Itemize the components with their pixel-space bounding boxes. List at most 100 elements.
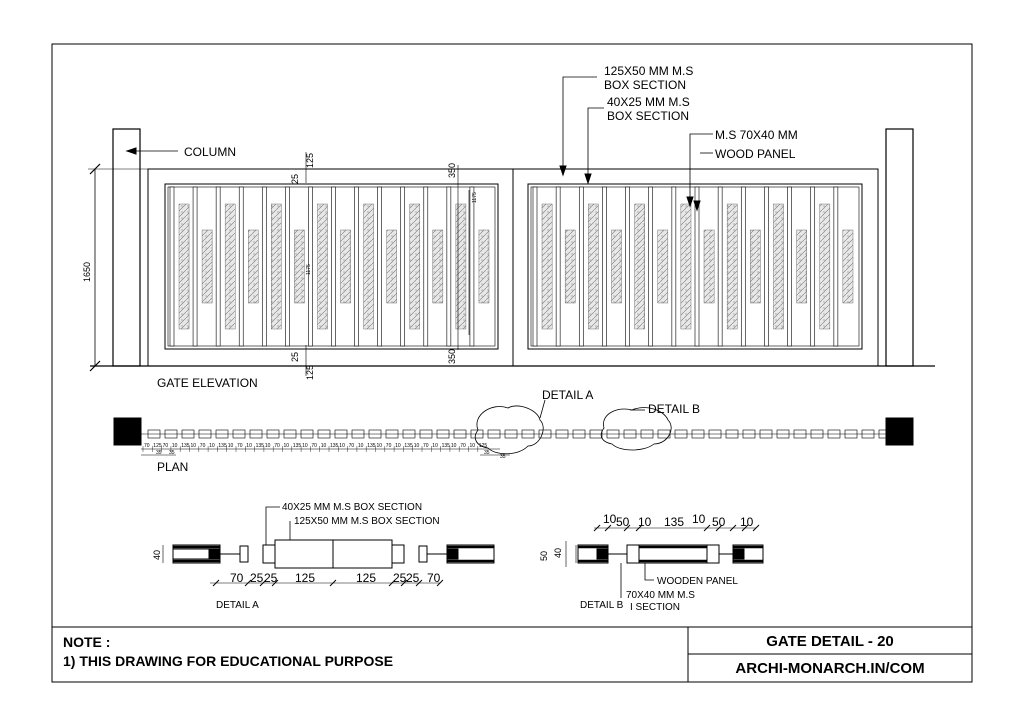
ms-flat-bar xyxy=(377,186,382,347)
dim-tick xyxy=(593,524,601,532)
wood-panel xyxy=(248,229,259,304)
dim-tick xyxy=(436,579,444,587)
plan-dim-label: 135 xyxy=(218,443,227,449)
ms-flat-bar xyxy=(625,186,630,347)
gate-elevation xyxy=(90,128,935,367)
website-label: ARCHI-MONARCH.IN/COM xyxy=(735,660,924,677)
plan-dim-35a: 35 xyxy=(156,450,162,456)
ms-flat-bar xyxy=(169,186,175,347)
wood-panel xyxy=(478,229,490,304)
plan-dim-label: 70 xyxy=(237,443,243,449)
leaf-vertical-dims xyxy=(305,152,470,376)
ms-flat-bar xyxy=(648,186,654,347)
title-block xyxy=(52,626,972,682)
plan-dim-label: 125 xyxy=(153,443,162,449)
plan-right-column xyxy=(885,417,914,446)
wood-panel xyxy=(773,203,784,330)
ms-flat-bar xyxy=(833,186,839,347)
wood-panel xyxy=(294,229,305,304)
gate-plan xyxy=(113,399,914,456)
plan-dim-label: 70 xyxy=(200,443,206,449)
plan-dim-label: 10 xyxy=(191,443,197,449)
drawing-title: GATE DETAIL - 20 xyxy=(766,633,894,650)
dim-tick xyxy=(635,524,643,532)
column-leader xyxy=(125,147,178,155)
db-isection-l2: I SECTION xyxy=(630,602,680,613)
dim-25-bottom: 25 xyxy=(290,352,300,362)
detail-a-drawing xyxy=(162,506,495,584)
gate-leaf xyxy=(527,183,863,350)
plan-dim-label: 10 xyxy=(246,443,252,449)
left-column xyxy=(112,128,141,367)
detail-b-cloud xyxy=(600,407,672,451)
wood-panel xyxy=(819,203,831,330)
plan-dim-label: 10 xyxy=(432,443,438,449)
db-dim-10d: 10 xyxy=(740,515,754,529)
dim-tick xyxy=(271,579,279,587)
box40-label-l1: 40X25 MM M.S xyxy=(607,95,690,109)
da-box125-label: 125X50 MM M.S BOX SECTION xyxy=(294,516,440,527)
plan-dim-label: 70 xyxy=(349,443,355,449)
da-dim-125b: 125 xyxy=(356,571,376,585)
db-isection-l1: 70X40 MM M.S xyxy=(626,590,695,601)
plan-dim-label: 10 xyxy=(414,443,420,449)
wood-panel xyxy=(634,203,645,330)
db-dim-50a: 50 xyxy=(616,515,630,529)
wood-panel xyxy=(386,229,397,304)
db-dim-10b: 10 xyxy=(638,515,652,529)
ms-flat-bar xyxy=(602,186,607,347)
da-dim-70b: 70 xyxy=(427,571,441,585)
plan-dim-35d: 35 xyxy=(500,454,506,460)
ms-flat-bar xyxy=(354,186,359,347)
wood-panel xyxy=(703,229,715,304)
ms-flat-bar xyxy=(423,186,429,347)
box125-label-l1: 125X50 MM M.S xyxy=(604,64,693,78)
wood-panel xyxy=(680,203,692,330)
note-heading: NOTE : xyxy=(63,634,110,650)
plan-dim-label: 10 xyxy=(209,443,215,449)
ms-flat-bar xyxy=(578,186,584,347)
plan-dim-label: 70 xyxy=(144,443,150,449)
wood-panel xyxy=(409,203,420,330)
plan-dim-label: 10 xyxy=(451,443,457,449)
wood-panel xyxy=(432,229,444,304)
detail-b-title: DETAIL B xyxy=(580,600,624,611)
section-leaders xyxy=(559,76,713,212)
db-dim-50b: 50 xyxy=(712,515,726,529)
plan-dim-label: 10 xyxy=(284,443,290,449)
detail-b-callout: DETAIL B xyxy=(648,402,700,416)
note-line-1: 1) THIS DRAWING FOR EDUCATIONAL PURPOSE xyxy=(63,653,393,669)
dim-tick xyxy=(259,579,267,587)
right-column xyxy=(885,128,914,367)
dim-1650: 1650 xyxy=(82,262,92,282)
box40-label-l2: BOX SECTION xyxy=(607,109,689,123)
da-dim-125a: 125 xyxy=(295,571,315,585)
dim-tick xyxy=(729,524,737,532)
gate-leaf xyxy=(164,183,499,350)
ms-flat-bar xyxy=(308,186,313,347)
box125-label-l2: BOX SECTION xyxy=(604,78,686,92)
ms-flat-bar xyxy=(532,186,538,347)
plan-dim-label: 10 xyxy=(395,443,401,449)
plan-dim-label: 10 xyxy=(358,443,364,449)
dim-tick xyxy=(715,524,723,532)
plan-dim-label: 70 xyxy=(423,443,429,449)
dim-25-top: 25 xyxy=(290,174,300,184)
ms-flat-bar xyxy=(764,186,769,347)
plan-dim-label: 135 xyxy=(404,443,413,449)
da-dim-25a: 25 xyxy=(250,571,264,585)
ms-flat-bar xyxy=(192,186,198,347)
da-dim-25d: 25 xyxy=(406,571,420,585)
ms-flat-bar xyxy=(810,186,816,347)
db-dim-40: 40 xyxy=(553,548,563,558)
ms70-label: M.S 70X40 MM xyxy=(715,128,798,142)
wood-panel xyxy=(201,229,213,304)
plan-dim-label: 125 xyxy=(479,443,488,449)
wood-panel xyxy=(224,203,236,330)
wood-panel xyxy=(842,229,854,304)
wood-panel xyxy=(657,229,669,304)
plan-dim-label: 135 xyxy=(330,443,339,449)
db-dim-10a: 10 xyxy=(603,512,617,526)
plan-dim-label: 10 xyxy=(302,443,308,449)
